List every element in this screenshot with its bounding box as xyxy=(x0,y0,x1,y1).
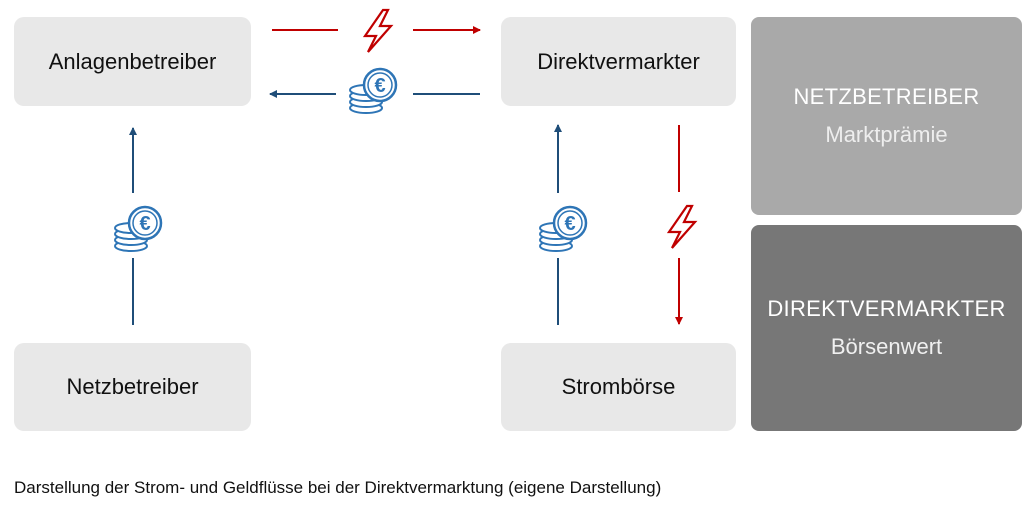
euro-symbol: € xyxy=(374,75,385,97)
euro-coins-icon: € xyxy=(538,205,588,253)
node-label: Direktvermarkter xyxy=(537,48,700,74)
node-direktvermarkter: Direktvermarkter xyxy=(501,17,736,106)
node-netzbetreiber: Netzbetreiber xyxy=(14,343,251,431)
panel-subtitle: Marktprämie xyxy=(825,122,948,147)
figure-caption: Darstellung der Strom- und Geldflüsse be… xyxy=(14,478,662,497)
node-label: Anlagenbetreiber xyxy=(48,48,217,74)
lightning-bolt-icon xyxy=(363,8,393,54)
node-stromboerse: Strombörse xyxy=(501,343,736,431)
panel-title: DIREKTVERMARKTER xyxy=(767,296,1006,321)
panel-subtitle: Börsenwert xyxy=(830,334,943,359)
legend-panel-netzbetreiber: NETZBETREIBER Marktprämie xyxy=(751,17,1022,215)
legend-panel-direktvermarkter: DIREKTVERMARKTER Börsenwert xyxy=(751,225,1022,431)
node-anlagenbetreiber: Anlagenbetreiber xyxy=(14,17,251,106)
euro-coins-icon: € xyxy=(348,67,398,115)
euro-coins-icon: € xyxy=(113,205,163,253)
panel-title: NETZBETREIBER xyxy=(793,84,980,109)
euro-symbol: € xyxy=(564,213,575,235)
node-label: Strombörse xyxy=(561,374,676,399)
node-label: Netzbetreiber xyxy=(66,374,199,399)
lightning-bolt-icon xyxy=(667,204,697,250)
euro-symbol: € xyxy=(139,213,150,235)
